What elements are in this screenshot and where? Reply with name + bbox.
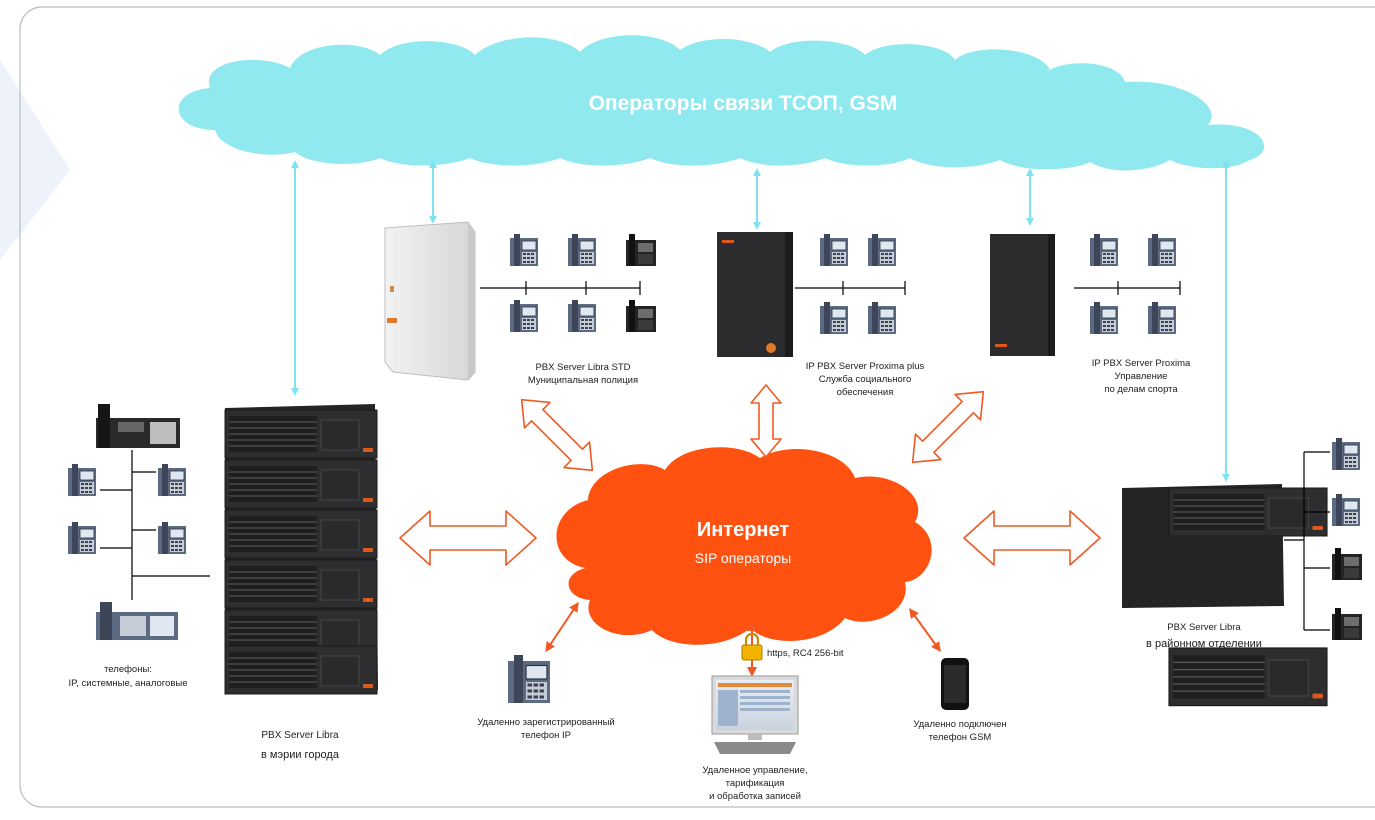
proxima-label-3: по делам спорта [1104,384,1178,395]
lock-icon [741,632,763,661]
district-label-2: в районном отделении [1146,638,1262,650]
phone-icon [1331,437,1361,471]
computer-icon [711,675,799,754]
link-remote-ip [545,601,579,653]
smartphone-icon [941,658,969,710]
proxima-plus-device [717,232,793,357]
proxima-plus-label-3: обеспечения [837,387,894,398]
phone-icon [1089,233,1119,267]
district-phones [1284,437,1362,640]
phone-icon [1332,608,1362,640]
phone-icon [1089,301,1119,335]
remote-ip-label-2: телефон IP [521,730,571,741]
remote-mgmt-label-3: и обработка записей [709,791,801,802]
phone-icon [567,233,597,267]
phone-icon [509,233,539,267]
phone-icon [1331,493,1361,527]
remote-mgmt-label-1: Удаленное управление, [702,765,807,776]
proxima-label-2: Управление [1115,371,1168,382]
phone-icon [509,299,539,333]
remote-mgmt-label-2: тарификация [726,778,785,789]
phone-icon [867,301,897,335]
link-remote-gsm [909,607,941,653]
libra-std-device [384,221,476,381]
background-accent [0,60,70,260]
proxima-label-1: IP PBX Server Proxima [1092,358,1191,369]
remote-phone-icon [507,654,551,704]
district-rack [1122,484,1328,707]
operators-cloud-title: Операторы связи ТСОП, GSM [589,92,898,115]
link-district-arrow [963,510,1101,566]
phone-icon [626,300,656,332]
libra-std-phones [480,233,656,333]
phone-icon [157,521,187,555]
remote-gsm-label-1: Удаленно подключен [913,719,1006,730]
internet-subtitle: SIP операторы [695,550,792,566]
libra-std-label-2: Муниципальная полиция [528,375,638,386]
remote-gsm-label-2: телефон GSM [929,732,992,743]
mayor-label-2: в мэрии города [261,749,340,761]
proxima-plus-phones [795,233,906,335]
internet-cloud [556,447,932,645]
mayor-label-1: PBX Server Libra [261,730,339,741]
phone-icon [819,233,849,267]
operators-cloud [178,35,1265,171]
district-label-1: PBX Server Libra [1167,622,1241,633]
phone-icon [867,233,897,267]
phone-icon [819,301,849,335]
mayor-rack [224,404,378,695]
analog-phone-icon [96,602,178,640]
phone-icon [157,463,187,497]
left-phones-label-1: телефоны: [104,664,152,675]
phone-icon [1332,548,1362,580]
security-label: https, RC4 256-bit [767,648,844,659]
link-libra-std-arrow [520,398,594,472]
phone-icon [567,299,597,333]
remote-ip-label-1: Удаленно зарегистрированный [477,717,614,728]
proxima-phones [1074,233,1181,335]
left-phones-label-2: IP, системные, аналоговые [69,678,188,689]
cloud-connectors [291,160,1230,482]
left-phones [67,404,210,640]
diagram-frame [19,6,1375,808]
phone-icon [67,463,97,497]
internet-title: Интернет [697,519,790,541]
libra-std-label-1: PBX Server Libra STD [535,362,630,373]
phone-icon [1147,233,1177,267]
link-mayor-arrow [399,510,537,566]
phone-icon [1147,301,1177,335]
proxima-device [990,234,1055,356]
proxima-plus-label-1: IP PBX Server Proxima plus [806,361,925,372]
phone-icon [626,234,656,266]
internet-links [399,384,1101,566]
link-proxima-plus-arrow [750,384,782,458]
system-phone-icon [96,404,180,448]
proxima-plus-label-2: Служба социального [819,374,912,385]
phone-icon [67,521,97,555]
link-proxima-arrow [911,390,985,464]
